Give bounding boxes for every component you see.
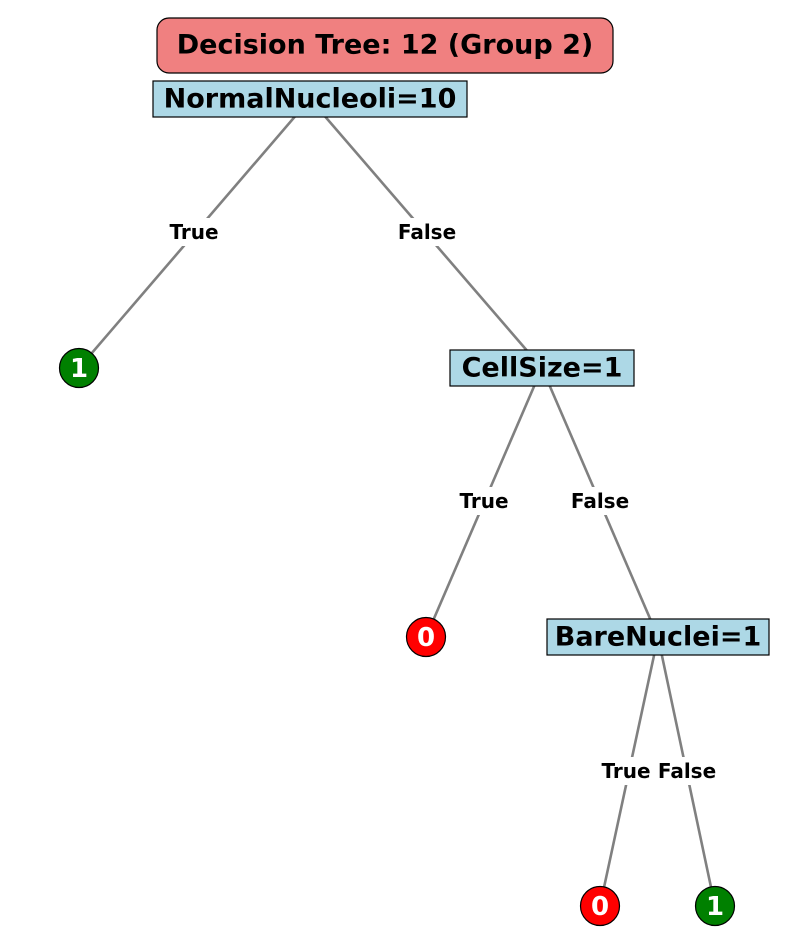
decision-node-box	[152, 80, 468, 118]
leaf-node: 0	[405, 616, 447, 658]
edge-label-true: True	[601, 759, 650, 783]
edge-label-false: False	[658, 759, 716, 783]
edge-label-false: False	[398, 220, 456, 244]
leaf-node-circle	[405, 616, 447, 658]
decision-node-label: BareNuclei=1	[555, 622, 761, 653]
leaf-node-label: 0	[417, 623, 435, 653]
edge-label-background	[654, 757, 720, 785]
leaf-node: 1	[58, 347, 100, 389]
decision-node: NormalNucleoli=10	[152, 80, 468, 118]
decision-node-label: NormalNucleoli=10	[164, 84, 457, 115]
diagram-title: Decision Tree: 12 (Group 2)	[156, 17, 614, 74]
decision-node-label: CellSize=1	[462, 353, 623, 384]
decision-node: CellSize=1	[449, 349, 635, 387]
leaf-node-circle	[694, 885, 736, 927]
edge-label-background	[166, 218, 222, 246]
leaf-node: 1	[694, 885, 736, 927]
leaf-node-label: 0	[591, 892, 609, 922]
leaf-node-circle	[58, 347, 100, 389]
title-text: Decision Tree: 12 (Group 2)	[177, 30, 593, 61]
leaf-node-circle	[579, 885, 621, 927]
leaf-node: 0	[579, 885, 621, 927]
edge-label-true: True	[459, 489, 508, 513]
edge-label-false: False	[571, 489, 629, 513]
decision-node-box	[449, 349, 635, 387]
leaf-node-label: 1	[706, 892, 724, 922]
edge-label-background	[394, 218, 460, 246]
edge-label-true: True	[169, 220, 218, 244]
decision-node-box	[546, 618, 770, 656]
edge-label-background	[456, 487, 512, 515]
edge-label-background	[567, 487, 633, 515]
edge-label-background	[603, 757, 649, 785]
leaf-node-label: 1	[70, 354, 88, 384]
title-box	[156, 17, 614, 74]
decision-node: BareNuclei=1	[546, 618, 770, 656]
